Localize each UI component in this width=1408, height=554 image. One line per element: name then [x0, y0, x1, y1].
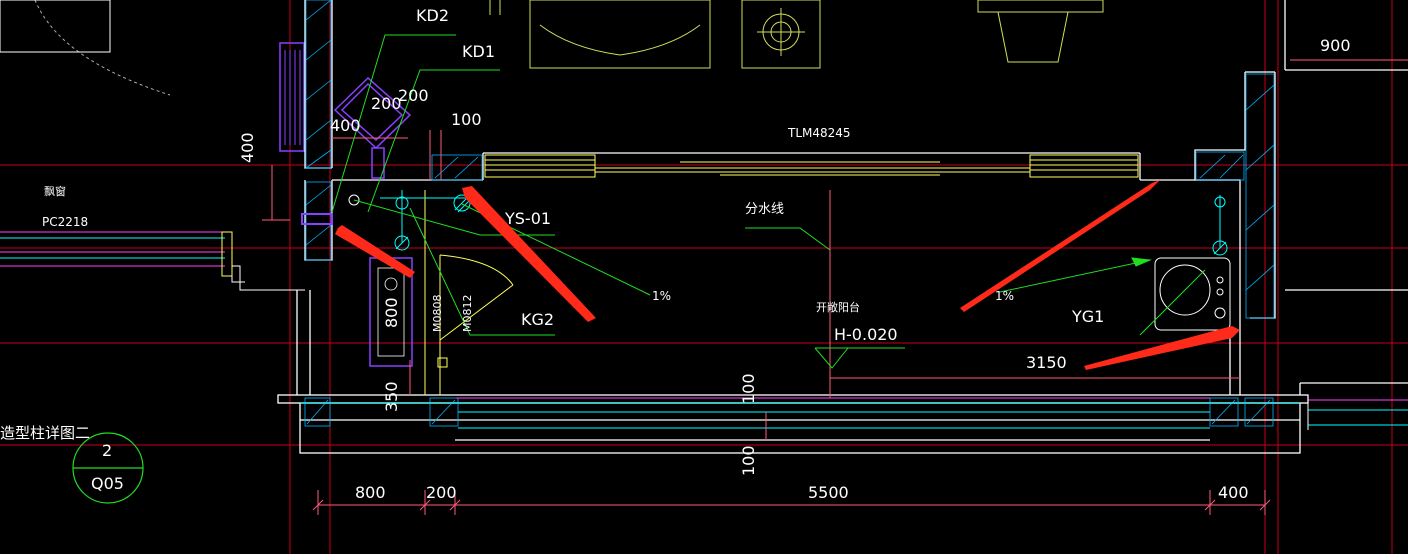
label-dim-400-top: 400 [330, 116, 361, 135]
label-detail-ref: Q05 [91, 474, 124, 493]
label-dim-200a: 200 [371, 94, 402, 113]
label-dim-400-left: 400 [238, 132, 257, 163]
window-panel [279, 42, 305, 152]
label-m0812: M0812 [461, 294, 474, 333]
window-sill-left [0, 213, 1408, 401]
label-fenshuixian: 分水线 [745, 202, 785, 217]
label-yg1: YG1 [1072, 307, 1105, 326]
walls [277, 0, 1408, 454]
dimension-lines [262, 59, 1408, 515]
red-arrows [335, 180, 1240, 370]
label-dim-200-bottom: 200 [426, 483, 457, 502]
furniture-top [489, 0, 1104, 69]
arrow-3 [960, 180, 1160, 312]
drain-left [348, 194, 360, 206]
label-detail-num: 2 [102, 441, 113, 460]
label-tlm: TLM48245 [788, 126, 851, 140]
window-jamb-left [221, 231, 1309, 430]
label-dim-200b: 200 [398, 86, 429, 105]
label-dim-350: 350 [382, 381, 401, 412]
arrow-4 [1084, 326, 1240, 370]
window-panel-lines [284, 50, 301, 145]
label-dim-100b: 100 [739, 445, 758, 476]
arrow-2 [462, 186, 596, 322]
balcony-door [424, 190, 514, 395]
label-dim-800: 800 [355, 483, 386, 502]
label-dim-100a: 100 [739, 373, 758, 404]
cyan-pipes [0, 190, 1408, 429]
label-ys01: YS-01 [505, 209, 552, 228]
label-dim-400-bottom: 400 [1218, 483, 1249, 502]
label-dim-5500: 5500 [808, 483, 849, 502]
fixture-diamond [333, 76, 412, 179]
wall-hatch [304, 0, 1275, 427]
door-swing-arc [34, 0, 171, 96]
window-frame-topleft [0, 0, 111, 53]
label-slope-1: 1% [652, 289, 672, 303]
label-detail-text: 造型柱详图二 [0, 424, 91, 442]
arrow-1 [335, 225, 415, 278]
label-elevation: H-0.020 [834, 325, 898, 344]
sliding-door [484, 154, 1139, 178]
label-kg2: KG2 [521, 310, 555, 329]
label-dim-3150: 3150 [1026, 353, 1067, 372]
detail-callout [72, 432, 144, 504]
label-kd1: KD1 [462, 42, 495, 61]
meter-box [1154, 257, 1231, 331]
label-dim-100-top: 100 [451, 110, 482, 129]
label-m0808: M0808 [431, 294, 444, 333]
label-slope-2: 1% [995, 289, 1015, 303]
label-window: 飘窗 [44, 185, 66, 198]
label-kd2: KD2 [416, 6, 449, 25]
label-pc: PC2218 [42, 215, 89, 229]
label-balcony: 开敞阳台 [816, 301, 860, 314]
label-dim-900: 900 [1320, 36, 1351, 55]
label-dim-800-v: 800 [382, 297, 401, 328]
